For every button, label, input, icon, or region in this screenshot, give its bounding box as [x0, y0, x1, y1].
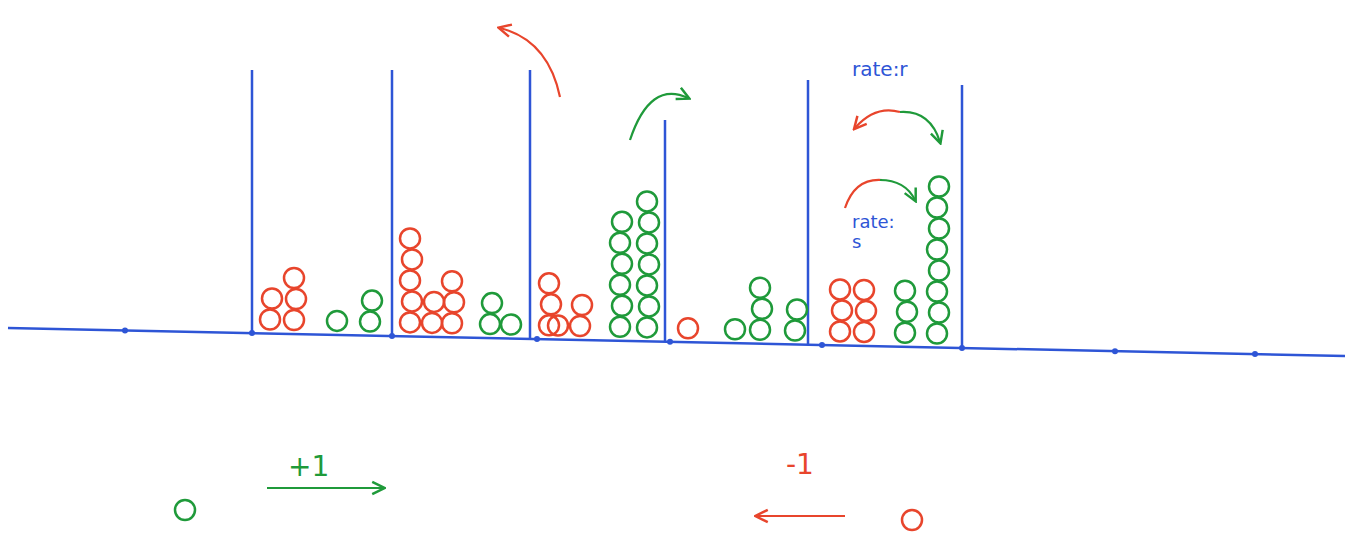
cell-wall	[529, 70, 532, 339]
particle	[400, 270, 420, 290]
particle	[637, 191, 657, 211]
particle	[927, 197, 947, 217]
particle	[639, 254, 659, 274]
step-label: +1	[288, 452, 329, 483]
particle	[750, 278, 770, 298]
particle	[752, 299, 772, 319]
move-arrow	[855, 110, 900, 128]
particle	[260, 309, 280, 329]
site-tick	[122, 327, 128, 333]
particle	[570, 316, 590, 336]
particle	[362, 291, 382, 311]
particle	[539, 315, 559, 335]
particle	[929, 302, 949, 322]
particle	[927, 239, 947, 259]
particle	[539, 273, 559, 293]
particle	[678, 318, 698, 338]
particle	[422, 313, 442, 333]
particle	[610, 317, 630, 337]
site-tick	[1112, 348, 1118, 354]
particle	[854, 322, 874, 342]
particle	[785, 320, 805, 340]
lattice-axis	[8, 328, 1345, 356]
particle	[750, 320, 770, 340]
particle	[637, 275, 657, 295]
move-arrow	[630, 94, 688, 140]
particle	[402, 249, 422, 269]
particle	[725, 319, 745, 339]
move-arrow	[267, 487, 383, 489]
move-arrow	[880, 180, 915, 200]
step-label: -1	[786, 450, 814, 481]
particle	[400, 312, 420, 332]
particle	[929, 218, 949, 238]
particle	[929, 176, 949, 196]
particle	[400, 228, 420, 248]
particle	[854, 280, 874, 300]
particle	[444, 292, 464, 312]
cell-wall	[664, 120, 667, 342]
particle	[286, 289, 306, 309]
particle	[610, 233, 630, 253]
particle	[262, 288, 282, 308]
site-tick	[667, 339, 673, 345]
site-tick	[534, 336, 540, 342]
particle	[927, 323, 947, 343]
particle	[832, 300, 852, 320]
particle	[175, 500, 195, 520]
particle	[895, 281, 915, 301]
particle	[480, 314, 500, 334]
particle	[897, 302, 917, 322]
rate-label: rate:r	[852, 58, 908, 80]
particle	[360, 312, 380, 332]
particle	[902, 510, 922, 530]
particle	[402, 291, 422, 311]
particle	[639, 212, 659, 232]
particle	[442, 313, 462, 333]
cell-wall	[391, 70, 394, 336]
particle	[284, 310, 304, 330]
particle	[501, 315, 521, 335]
particle	[482, 293, 502, 313]
particle	[637, 317, 657, 337]
particle	[612, 212, 632, 232]
particle	[612, 296, 632, 316]
cell-wall	[961, 85, 964, 348]
move-arrow	[900, 112, 940, 142]
move-arrow	[845, 180, 882, 208]
particle	[895, 323, 915, 343]
particle	[927, 281, 947, 301]
particle	[541, 294, 561, 314]
particle	[442, 271, 462, 291]
site-tick	[1252, 351, 1258, 357]
particle	[572, 295, 592, 315]
rate-label: rate: s	[852, 212, 904, 252]
particle	[637, 233, 657, 253]
cell-wall	[251, 70, 254, 333]
particle	[612, 254, 632, 274]
particle	[929, 260, 949, 280]
move-arrow	[757, 515, 845, 517]
site-tick	[819, 342, 825, 348]
particle	[830, 279, 850, 299]
particle	[856, 301, 876, 321]
particle	[639, 296, 659, 316]
move-arrow	[500, 28, 560, 97]
particle	[327, 311, 347, 331]
particle	[830, 321, 850, 341]
particle	[610, 275, 630, 295]
particle	[424, 292, 444, 312]
particle	[284, 268, 304, 288]
particle	[787, 299, 807, 319]
